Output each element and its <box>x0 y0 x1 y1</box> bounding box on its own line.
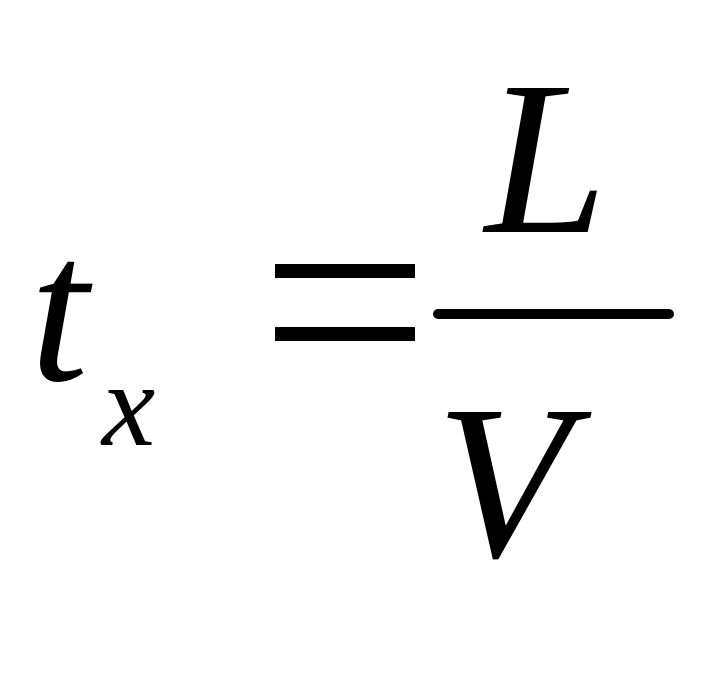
fraction-bar <box>433 309 674 319</box>
time-subscript: x <box>102 338 156 471</box>
time-variable: t <box>30 194 89 426</box>
fraction-denominator: V <box>436 360 571 604</box>
equals-sign-bottom-bar <box>275 327 415 341</box>
fraction-numerator: L <box>485 36 608 280</box>
equals-sign-top-bar <box>275 264 415 278</box>
